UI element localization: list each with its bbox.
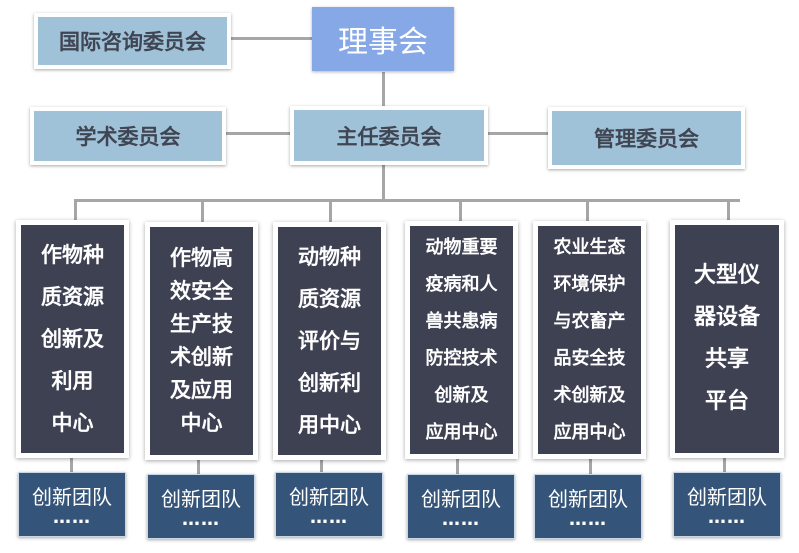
- board-of-directors-label: 理事会: [338, 25, 428, 60]
- connector-advisory-root: [228, 37, 312, 40]
- center-box: 作物高 效安全 生产技 术创新 及应用 中心: [145, 222, 258, 460]
- team-label: 创新团队: [548, 486, 628, 511]
- connector-team-4: [456, 458, 459, 476]
- team-label: 创新团队: [161, 486, 241, 511]
- connector-academic-executive: [224, 132, 292, 135]
- academic-committee-label: 学术委员会: [75, 125, 181, 149]
- board-of-directors-box: 理事会: [312, 7, 454, 71]
- team-label: 创新团队: [687, 484, 767, 509]
- innovation-team-box: 创新团队 ……: [534, 474, 642, 539]
- connector-center-4: [459, 199, 462, 223]
- center-box: 农业生态 环境保护 与农畜产 品安全技 术创新及 应用中心: [533, 221, 646, 459]
- connector-center-1: [74, 199, 77, 223]
- center-label: 动物重要 疫病和人 兽共患病 防控技术 创新及 应用中心: [425, 237, 498, 443]
- center-box: 动物重要 疫病和人 兽共患病 防控技术 创新及 应用中心: [405, 221, 518, 459]
- executive-committee-box: 主任委员会: [290, 106, 488, 165]
- connector-executive-down: [382, 165, 385, 200]
- connector-team-2: [197, 458, 200, 476]
- connector-root-executive: [382, 72, 385, 106]
- academic-committee-box: 学术委员会: [30, 107, 226, 165]
- management-committee-box: 管理委员会: [548, 107, 745, 169]
- innovation-team-box: 创新团队 ……: [407, 474, 515, 539]
- innovation-team-box: 创新团队 ……: [18, 472, 126, 537]
- center-label: 农业生态 环境保护 与农畜产 品安全技 术创新及 应用中心: [553, 237, 626, 443]
- center-label: 动物种 质资源 评价与 创新利 用中心: [298, 245, 361, 437]
- connector-team-5: [589, 458, 592, 476]
- center-box: 作物种 质资源 创新及 利用 中心: [16, 220, 129, 458]
- connector-center-5: [586, 199, 589, 223]
- management-committee-label: 管理委员会: [594, 127, 699, 151]
- advisory-committee-box: 国际咨询委员会: [34, 13, 231, 69]
- team-more: ……: [708, 506, 746, 528]
- connector-team-6: [723, 456, 726, 474]
- connector-center-6: [727, 199, 730, 223]
- team-more: ……: [442, 508, 480, 530]
- center-box: 大型仪 器设备 共享 平台: [670, 220, 784, 458]
- executive-committee-label: 主任委员会: [336, 124, 442, 149]
- connector-executive-management: [486, 132, 552, 135]
- team-label: 创新团队: [32, 484, 112, 509]
- connector-center-2: [201, 199, 204, 223]
- innovation-team-box: 创新团队 ……: [275, 472, 383, 537]
- team-more: ……: [569, 508, 607, 530]
- center-label: 作物高 效安全 生产技 术创新 及应用 中心: [170, 246, 233, 435]
- innovation-team-box: 创新团队 ……: [673, 472, 781, 537]
- connector-team-3: [320, 456, 323, 474]
- team-more: ……: [310, 506, 348, 528]
- team-label: 创新团队: [421, 486, 501, 511]
- center-box: 动物种 质资源 评价与 创新利 用中心: [273, 222, 386, 460]
- center-label: 作物种 质资源 创新及 利用 中心: [41, 243, 104, 435]
- center-label: 大型仪 器设备 共享 平台: [693, 263, 760, 414]
- team-label: 创新团队: [289, 484, 369, 509]
- innovation-team-box: 创新团队 ……: [147, 474, 255, 539]
- connector-center-3: [329, 199, 332, 223]
- advisory-committee-label: 国际咨询委员会: [59, 30, 206, 54]
- team-more: ……: [53, 506, 91, 528]
- connector-horizontal-bus: [74, 199, 740, 202]
- team-more: ……: [182, 508, 220, 530]
- connector-team-1: [70, 456, 73, 474]
